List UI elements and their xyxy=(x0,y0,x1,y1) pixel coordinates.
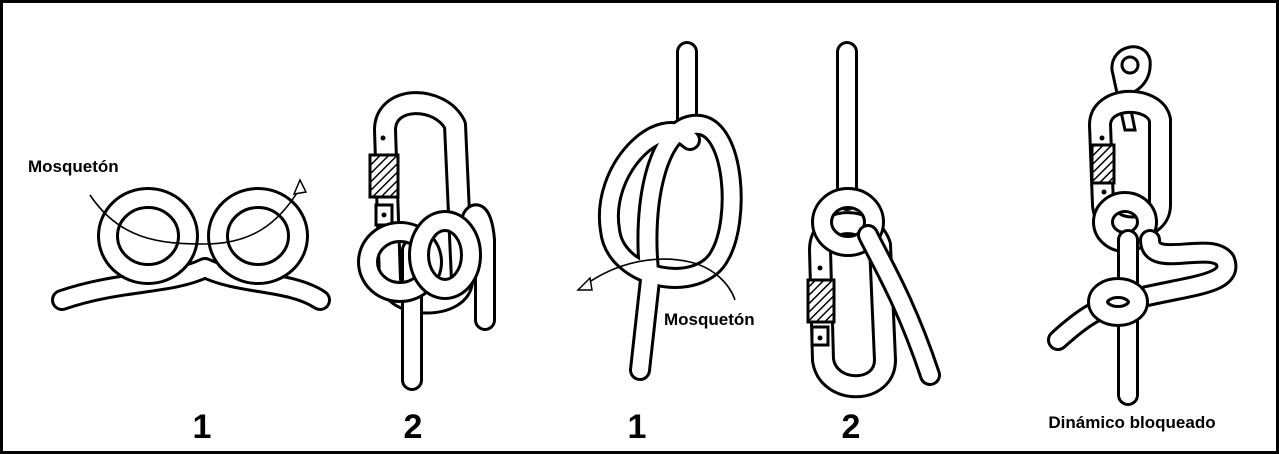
screw-gate xyxy=(1092,145,1114,183)
step-number-2-right: 2 xyxy=(842,408,861,446)
step-number-1-left: 1 xyxy=(193,408,212,446)
arrow-icon xyxy=(578,278,592,290)
figure-munter-locked xyxy=(1058,47,1226,395)
arrow-icon xyxy=(294,180,306,194)
carabiner-label-right: Mosquetón xyxy=(664,310,755,329)
final-caption: Dinámico bloqueado xyxy=(1048,413,1215,432)
screw-gate xyxy=(370,155,398,197)
carabiner-label-left: Mosquetón xyxy=(28,157,119,176)
screw-gate xyxy=(808,280,834,322)
figure-clove-hitch-step1: Mosquetón xyxy=(28,157,320,300)
figure-munter-step1: Mosquetón xyxy=(578,52,755,370)
step-number-2-left: 2 xyxy=(404,408,423,446)
figure-clove-hitch-step2 xyxy=(368,103,485,380)
figure-munter-step2 xyxy=(808,52,930,386)
step-number-1-right: 1 xyxy=(628,408,647,446)
